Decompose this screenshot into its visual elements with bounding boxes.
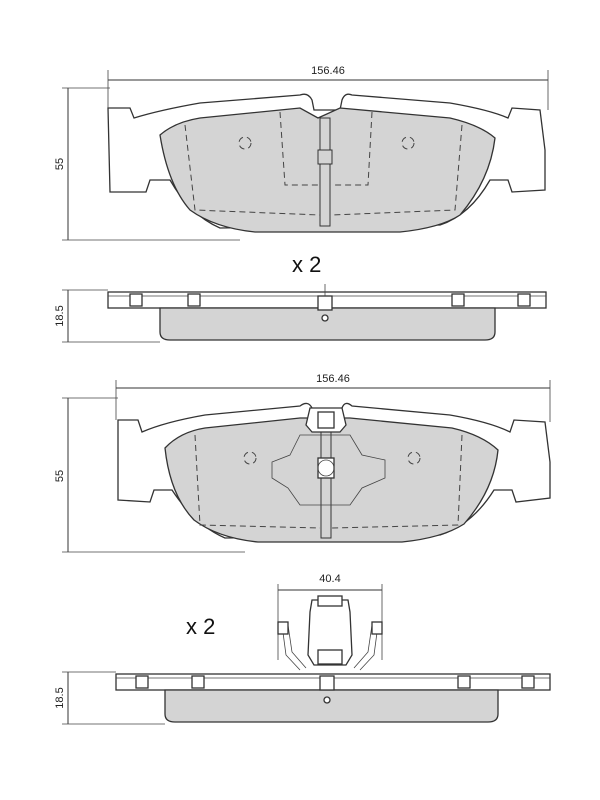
height-label: 55 bbox=[54, 158, 66, 170]
pad-side-view-1: 18.5 bbox=[54, 284, 547, 343]
width-label: 156.46 bbox=[311, 65, 345, 77]
thickness-label-2: 18.5 bbox=[54, 687, 66, 708]
sensor-clip-head bbox=[317, 595, 343, 607]
side-hole bbox=[321, 314, 329, 322]
spring-retainer bbox=[271, 434, 386, 506]
quantity-label-1: x 2 bbox=[292, 252, 321, 277]
sensor-width-label: 40.4 bbox=[319, 573, 340, 585]
side-clip-4 bbox=[517, 293, 531, 307]
side2-clip-1 bbox=[135, 675, 149, 689]
side2-center-tab bbox=[319, 675, 335, 691]
side-clip-2 bbox=[187, 293, 201, 307]
side-clip-3 bbox=[451, 293, 465, 307]
height-label-2: 55 bbox=[54, 470, 66, 482]
spring-hook-right bbox=[371, 621, 383, 635]
pad-side-view-2: 40.4 18.5 bbox=[54, 573, 551, 725]
pad-front-view-1: 156.46 55 bbox=[54, 65, 549, 241]
wear-slot-2 bbox=[320, 429, 332, 539]
sensor-clip-body bbox=[307, 599, 353, 666]
side-friction-material bbox=[159, 307, 496, 341]
spring-hook-left bbox=[277, 621, 289, 635]
spring-wire-right-inner bbox=[353, 624, 373, 669]
pad-front-view-2: 156.46 55 bbox=[54, 373, 551, 553]
rivet-right-2 bbox=[407, 451, 421, 465]
side2-hole bbox=[323, 696, 331, 704]
hidden-line-right-2 bbox=[331, 434, 463, 529]
rivet-left bbox=[238, 136, 252, 150]
sensor-clip-window bbox=[317, 411, 335, 429]
spring-wire-right bbox=[359, 624, 379, 671]
retainer-ring bbox=[317, 459, 335, 477]
hidden-line-inner-left bbox=[279, 111, 318, 186]
side2-clip-2 bbox=[191, 675, 205, 689]
slot-marker bbox=[317, 149, 333, 165]
side-friction-material-2 bbox=[164, 689, 499, 723]
hidden-line-right bbox=[331, 124, 463, 216]
side2-clip-3 bbox=[457, 675, 471, 689]
spring-wire-left-inner bbox=[287, 624, 307, 669]
side-center-tab bbox=[317, 295, 333, 311]
side-clip-1 bbox=[129, 293, 143, 307]
thickness-label: 18.5 bbox=[54, 305, 66, 326]
width-label-2: 156.46 bbox=[316, 373, 350, 385]
quantity-label-2: x 2 bbox=[186, 614, 215, 639]
spring-wire-left bbox=[281, 624, 301, 671]
rivet-right bbox=[401, 136, 415, 150]
side2-clip-4 bbox=[521, 675, 535, 689]
sensor-clip-base bbox=[317, 649, 343, 665]
hidden-line-inner-right bbox=[332, 111, 373, 186]
hidden-line-left-2 bbox=[194, 434, 321, 529]
retainer-center bbox=[317, 457, 335, 479]
wear-slot bbox=[319, 117, 331, 227]
rivet-left-2 bbox=[243, 451, 257, 465]
hidden-line-left bbox=[184, 124, 321, 216]
